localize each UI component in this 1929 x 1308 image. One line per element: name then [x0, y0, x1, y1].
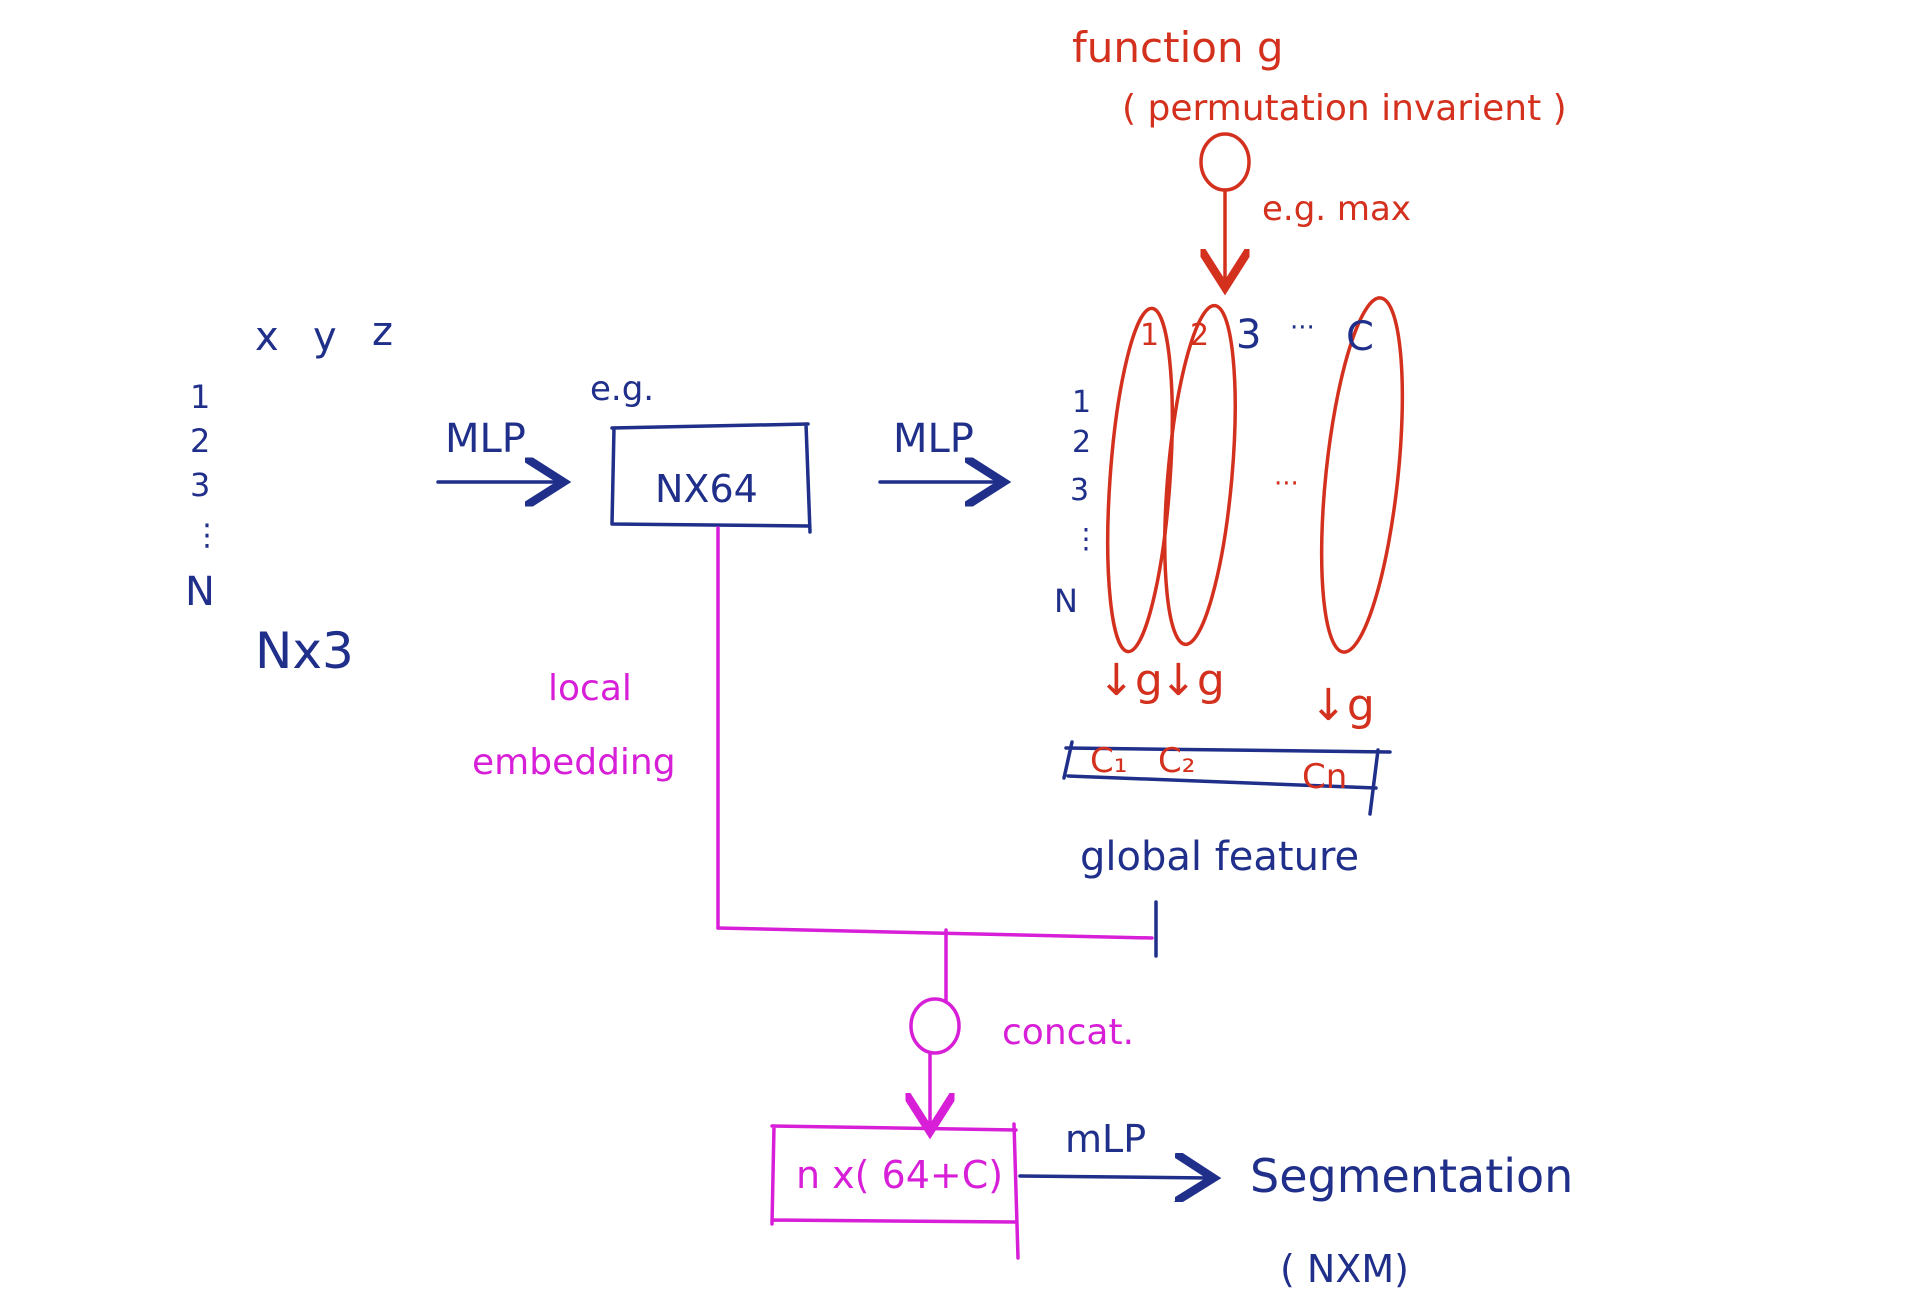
global-feature-label: global feature: [1080, 834, 1359, 880]
global-cell-n: Cn: [1302, 757, 1347, 797]
local-embedding-line1: local: [548, 668, 632, 709]
column-label-c: C: [1346, 314, 1374, 360]
concat-node: concat.: [909, 928, 1134, 1128]
column-ellipse-2: [1163, 303, 1237, 647]
segmentation-label: Segmentation: [1250, 1149, 1573, 1203]
column-ellipse-1: [1106, 306, 1174, 654]
global-feature-vector: C₁ C₂ Cn global feature: [1062, 740, 1392, 880]
concat-bus-line: [716, 926, 1154, 940]
function-node: [1199, 132, 1251, 192]
input-row-dots: ⋮: [192, 518, 222, 553]
mlp-label-1: MLP: [445, 416, 526, 462]
pool-g-c: ↓g: [1310, 680, 1375, 731]
mlp-label-2: MLP: [893, 416, 974, 462]
mlp-arrow-2: MLP: [878, 416, 1000, 482]
mlp-arrow-1: MLP: [436, 416, 560, 482]
input-points: x y z 1 2 3 ⋮ N Nx3: [185, 309, 393, 680]
local-feature-box: e.g. NX64: [590, 369, 812, 534]
local-embedding: local embedding: [472, 526, 1158, 958]
feature-row-2: 2: [1072, 425, 1091, 460]
input-shape-label: Nx3: [255, 622, 354, 680]
feature-row-1: 1: [1072, 385, 1091, 420]
function-title: function g: [1072, 23, 1284, 72]
input-row-3: 3: [190, 466, 210, 504]
global-cell-2: C₂: [1158, 741, 1195, 781]
mlp-arrow-3-line: [1018, 1176, 1210, 1178]
function-g: function g ( permutation invarient ) e.g…: [1072, 23, 1567, 284]
feature-columns: 1 2 3 ··· C ···: [1106, 296, 1405, 654]
mlp-label-3: mLP: [1065, 1117, 1146, 1161]
function-example: e.g. max: [1262, 189, 1411, 229]
pool-g-2: ↓g: [1160, 655, 1225, 706]
feature-rows: 1 2 3 ⋮ N: [1054, 385, 1100, 620]
axis-z-label: z: [372, 309, 393, 355]
concat-circle: [909, 997, 961, 1055]
column-label-3: 3: [1236, 312, 1261, 358]
local-embedding-line2: embedding: [472, 742, 676, 783]
segmentation-shape: ( NXM): [1280, 1247, 1409, 1291]
column-label-dots: ···: [1290, 313, 1315, 343]
input-row-2: 2: [190, 422, 210, 460]
axis-y-label: y: [313, 314, 337, 360]
pool-g-1: ↓g: [1098, 655, 1163, 706]
local-box-frame: [610, 422, 812, 534]
feature-row-dots: ⋮: [1072, 522, 1100, 555]
seg-box-frame: [770, 1122, 1020, 1260]
segmentation-box: n x( 64+C): [770, 1122, 1020, 1260]
column-label-1: 1: [1140, 318, 1159, 353]
local-box-label: NX64: [655, 467, 758, 511]
global-cell-1: C₁: [1090, 741, 1127, 781]
input-row-1: 1: [190, 378, 210, 416]
feature-row-n: N: [1054, 582, 1078, 620]
pooling-arrows: ↓g ↓g ↓g: [1098, 655, 1375, 731]
column-ellipse-c: [1319, 296, 1405, 654]
concat-label: concat.: [1002, 1012, 1134, 1053]
global-vector-frame: [1062, 740, 1392, 816]
column-middle-dots: ···: [1274, 469, 1299, 499]
eg-label: e.g.: [590, 369, 654, 409]
mlp-arrow-3: mLP Segmentation ( NXM): [1018, 1117, 1573, 1291]
feature-row-3: 3: [1070, 473, 1089, 508]
column-label-2: 2: [1190, 318, 1209, 353]
axis-x-label: x: [255, 314, 279, 360]
function-subtitle: ( permutation invarient ): [1122, 88, 1567, 129]
input-row-n: N: [185, 569, 215, 615]
seg-box-label: n x( 64+C): [796, 1153, 1003, 1197]
